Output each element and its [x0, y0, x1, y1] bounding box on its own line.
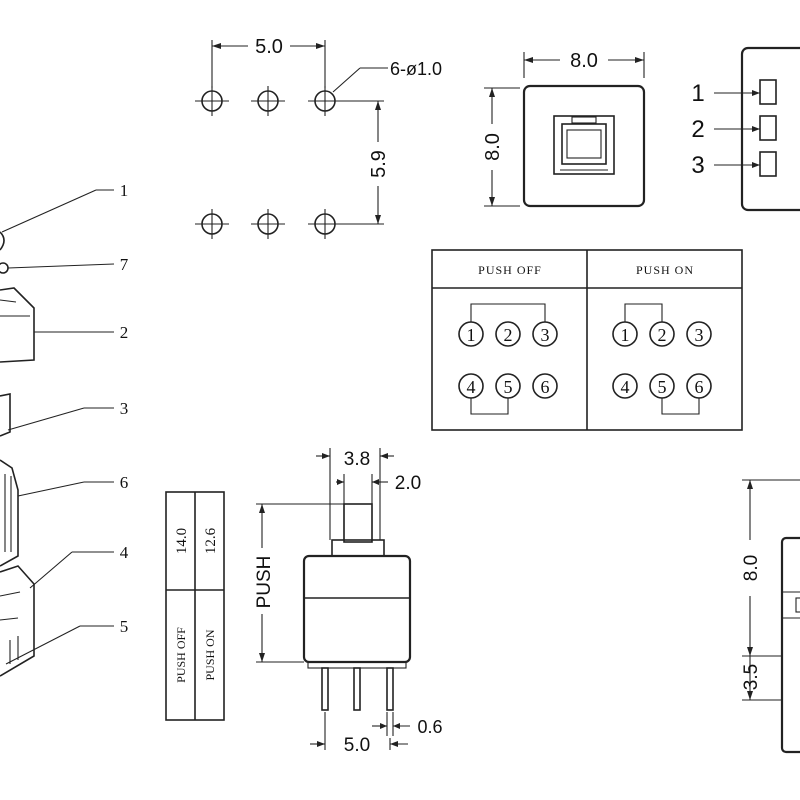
pin: [321, 667, 329, 711]
pin-label-3: 3: [691, 152, 704, 179]
side-pin-view: 1 2 3: [691, 46, 800, 212]
on-pin-5: 5: [658, 377, 667, 397]
plunger-square: [553, 115, 615, 175]
push-off-header: PUSH OFF: [478, 263, 542, 277]
off-pin-3: 3: [541, 325, 550, 345]
hole-spec: 6-ø1.0: [390, 59, 442, 79]
hole: [251, 209, 285, 239]
table-value-off: 14.0: [174, 528, 190, 554]
pin: [353, 667, 361, 711]
pin-label-1: 1: [691, 80, 704, 107]
pitch-dimension: 5.0: [255, 36, 283, 58]
push-off-contacts: 1 2 3 4 5 6: [458, 303, 558, 415]
front-view: 3.8 2.0 PUSH 0.6: [254, 448, 443, 756]
on-pin-2: 2: [658, 325, 667, 345]
callout-5: 5: [120, 617, 129, 636]
plunger-width-dimension: 3.8: [344, 449, 370, 470]
pin-pitch-dimension: 5.0: [344, 735, 370, 756]
off-pin-5: 5: [504, 377, 513, 397]
top-width-dimension: 8.0: [570, 50, 598, 72]
push-on-contacts: 1 2 3 4 5 6: [612, 303, 712, 415]
pin: [386, 667, 394, 711]
plunger-inner-dimension: 2.0: [395, 473, 421, 494]
callout-4: 4: [120, 543, 129, 562]
switch-housing: [302, 554, 412, 664]
hole: [195, 209, 229, 239]
table-label-on: PUSH ON: [203, 629, 217, 680]
pin-label-2: 2: [691, 116, 704, 143]
top-view: 8.0 8.0: [482, 50, 646, 208]
top-height-dimension: 8.0: [482, 133, 504, 161]
callout-6: 6: [120, 473, 129, 492]
pin-length-dimension: 3.5: [741, 664, 762, 690]
table-value-on: 12.6: [203, 527, 219, 554]
exploded-view: 1 7 2 3 6 4 5: [0, 181, 129, 677]
off-pin-4: 4: [467, 377, 476, 397]
plunger: [343, 503, 373, 543]
switch-schematic: PUSH OFF PUSH ON 1 2 3 4 5 6: [431, 249, 743, 431]
on-pin-6: 6: [695, 377, 704, 397]
callout-7: 7: [120, 255, 129, 274]
callout-1: 1: [120, 181, 129, 200]
right-side-view: 8.0 3.5: [741, 479, 800, 754]
pin-width-dimension: 0.6: [417, 717, 442, 737]
on-pin-4: 4: [621, 377, 630, 397]
off-pin-1: 1: [467, 325, 476, 345]
hole: [308, 86, 342, 116]
footprint-view: 5.0 6-ø1.0 5.9: [195, 36, 442, 239]
hole: [308, 209, 342, 239]
right-height-dimension: 8.0: [741, 555, 762, 581]
callout-3: 3: [120, 399, 129, 418]
switch-body-outline: [522, 84, 646, 208]
right-body: [780, 536, 800, 754]
hole: [195, 86, 229, 116]
height-table: 14.0 12.6 PUSH OFF PUSH ON: [165, 491, 225, 721]
row-spacing-dimension: 5.9: [368, 150, 390, 178]
push-on-header: PUSH ON: [636, 263, 694, 277]
off-pin-2: 2: [504, 325, 513, 345]
off-pin-6: 6: [541, 377, 550, 397]
callout-2: 2: [120, 323, 129, 342]
on-pin-3: 3: [695, 325, 704, 345]
on-pin-1: 1: [621, 325, 630, 345]
table-label-off: PUSH OFF: [174, 627, 188, 683]
push-travel-label: PUSH: [254, 556, 275, 609]
hole: [251, 86, 285, 116]
